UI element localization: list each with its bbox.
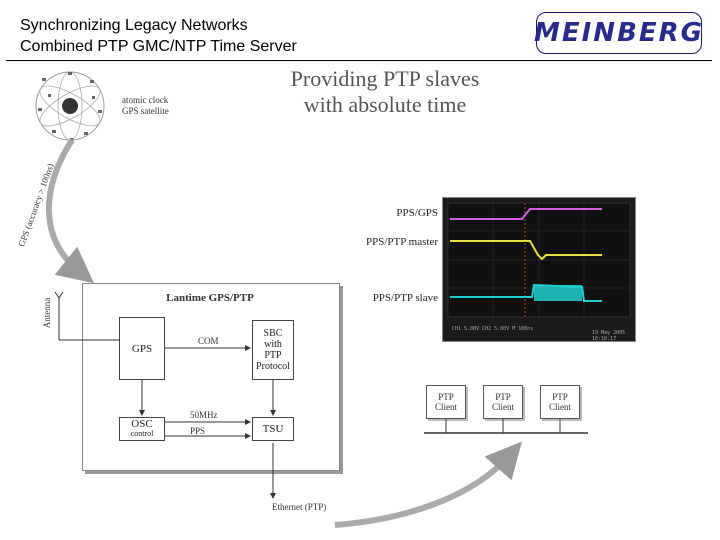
tsu-module: TSU (252, 417, 294, 441)
svg-text:CH1 5.00V CH2 5.00V M 100ns: CH1 5.00V CH2 5.00V M 100ns (452, 326, 533, 332)
header-title-line1: Synchronizing Legacy Networks (20, 17, 248, 34)
title-line1: Providing PTP slaves (290, 66, 480, 91)
sbc-module: SBC with PTP Protocol (252, 320, 294, 380)
slide-title: Providing PTP slaves with absolute time (250, 66, 520, 118)
title-line2: with absolute time (303, 92, 467, 117)
trace-pps-gps (450, 208, 602, 220)
meinberg-logo: MEINBERG (534, 12, 702, 54)
gps-signal-arrow (45, 138, 95, 284)
satellite-icon (35, 71, 105, 141)
scope-label-pps-ptp-slave: PPS/PTP slave (372, 292, 438, 304)
lantime-title: Lantime GPS/PTP (166, 292, 254, 304)
com-label: COM (198, 336, 219, 346)
svg-text:16:10:17: 16:10:17 (592, 336, 616, 342)
ethernet-label: Ethernet (PTP) (272, 502, 327, 512)
scope-label-pps-ptp-master: PPS/PTP master (365, 236, 438, 248)
antenna-icon (54, 291, 120, 341)
oscilloscope-traces: CH1 5.00V CH2 5.00V M 100ns 19 May 2005 … (447, 202, 631, 342)
freq-label: 50MHz (190, 410, 218, 420)
satellite-label: atomic clock GPS satellite (122, 95, 169, 116)
ptp-distribution-arrow (334, 441, 522, 528)
header-title-line2: Combined PTP GMC/NTP Time Server (20, 38, 297, 55)
svg-text:19 May 2005: 19 May 2005 (592, 330, 625, 336)
trace-pps-ptp-master (450, 240, 602, 261)
pps-label: PPS (190, 426, 206, 436)
scope-label-pps-gps: PPS/GPS (396, 207, 438, 219)
osc-module: OSC control (119, 417, 165, 441)
gps-module: GPS (119, 317, 165, 380)
header-divider (6, 60, 712, 61)
